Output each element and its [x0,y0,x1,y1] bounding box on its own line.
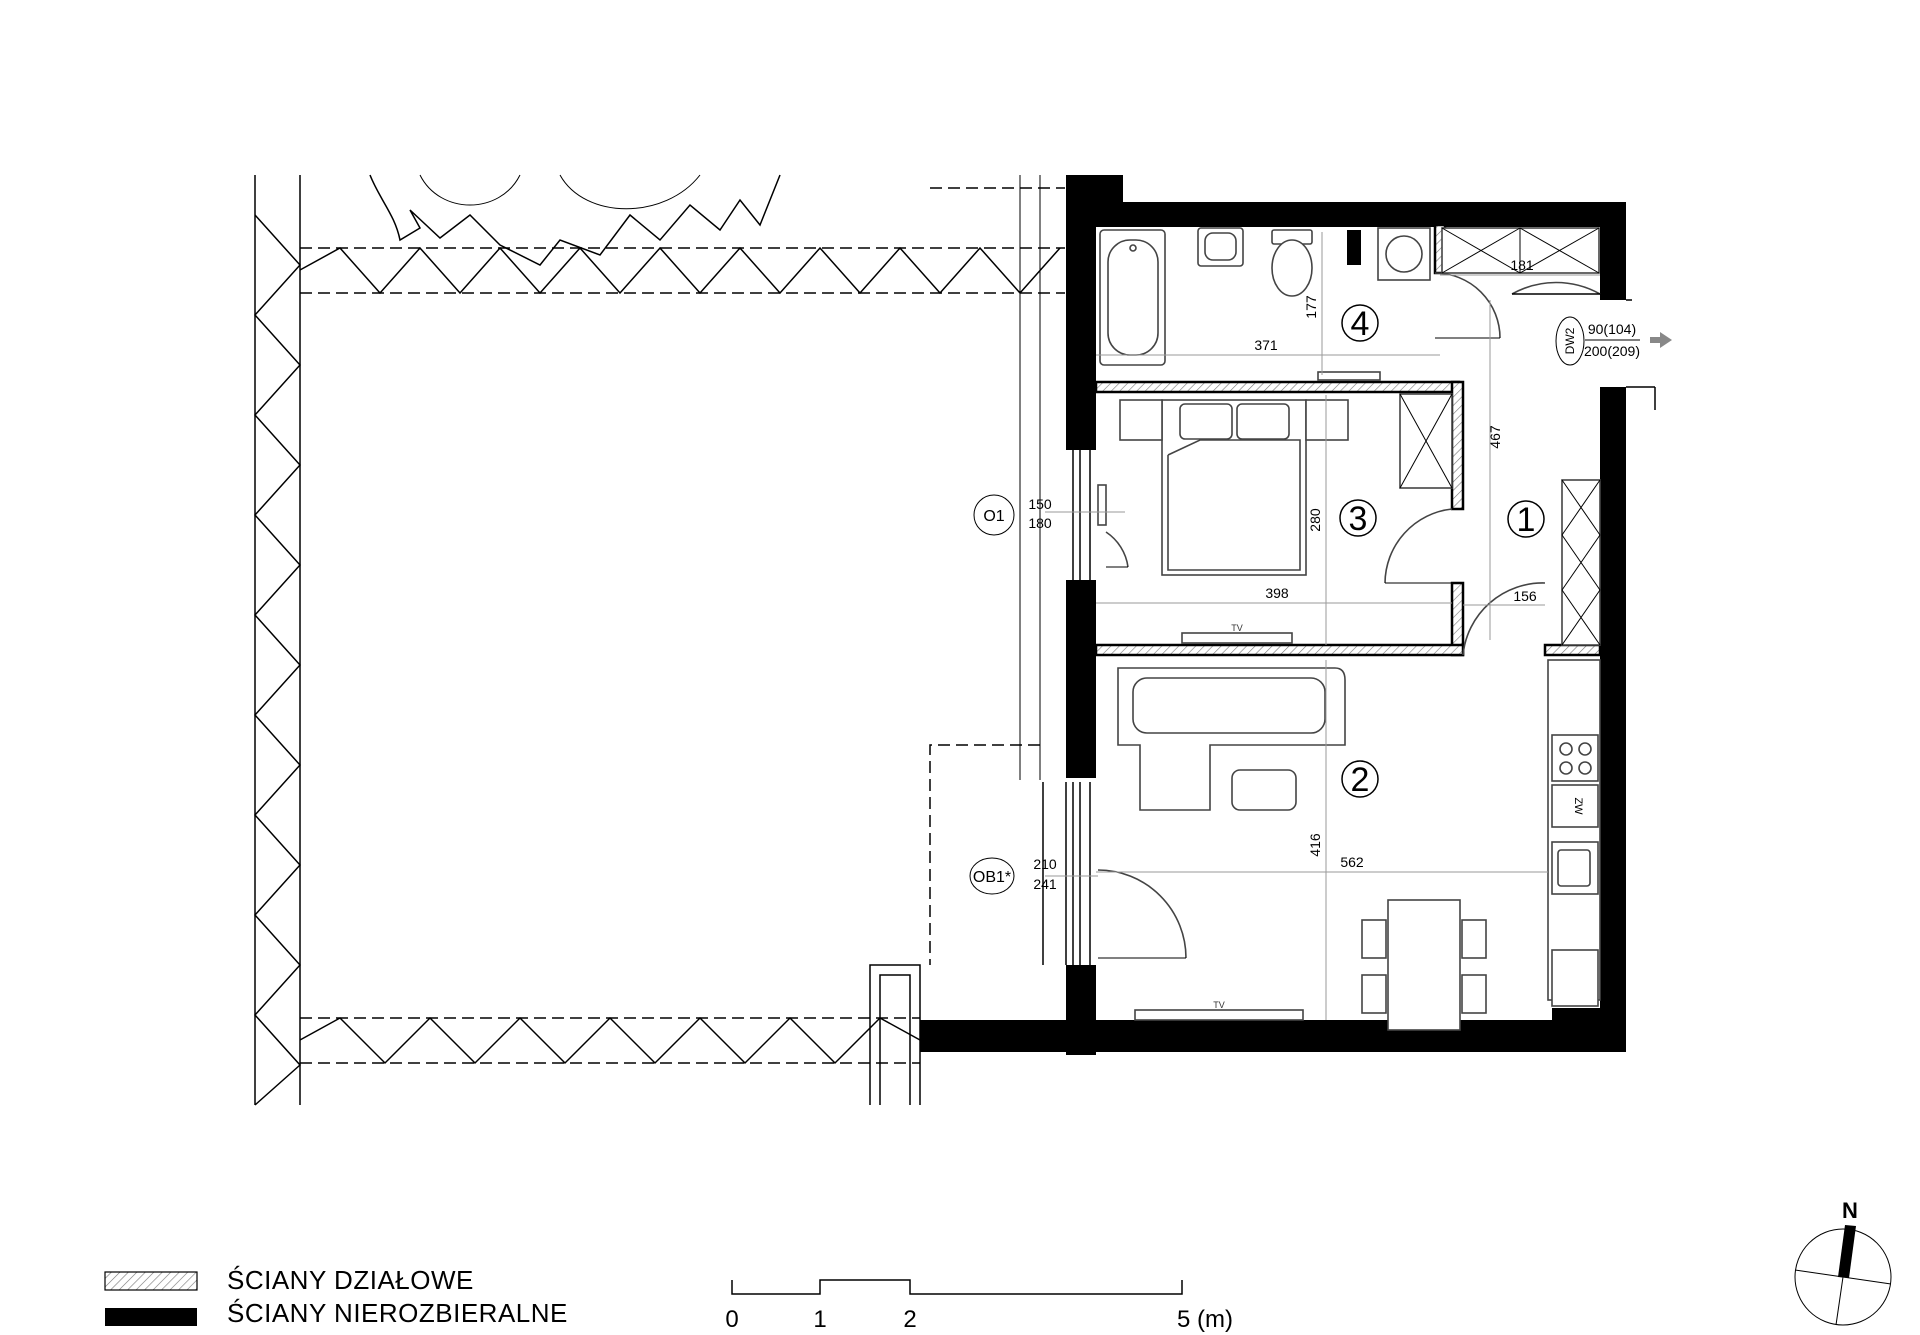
load-bearing-walls [920,175,1626,1055]
dim-hall-width: 156 [1513,588,1537,604]
svg-text:180: 180 [1028,515,1052,531]
svg-text:OB1*: OB1* [973,869,1011,886]
top-hedge-zigzag [299,246,1061,295]
svg-text:5 (m): 5 (m) [1177,1306,1233,1333]
kitchen-counter [1547,659,1601,1001]
north-compass: N [1794,1198,1892,1326]
svg-text:0: 0 [725,1306,738,1333]
dim-bath-shelf: 181 [1510,257,1534,273]
legend-label-partition: ŚCIANY DZIAŁOWE [227,1265,474,1295]
bedroom-tv-stand [1181,632,1293,644]
dim-bedroom-height: 280 [1307,508,1323,532]
svg-text:DW2: DW2 [1563,327,1577,354]
nightstand-left [1119,399,1163,441]
scale-bar: 0 1 2 5 (m) [725,1279,1233,1333]
partition-walls [1094,223,1602,657]
dim-bath-height: 177 [1303,295,1319,319]
bottom-hedge-zigzag [299,1016,921,1065]
dining-table [1387,899,1461,1031]
svg-text:150: 150 [1028,496,1052,512]
dim-bedroom-width: 398 [1265,585,1289,601]
north-label: N [1842,1198,1858,1223]
room-2-marker [1341,760,1379,798]
svg-text:1: 1 [1517,501,1536,539]
window-tag: O1 150 180 [973,494,1052,536]
furniture: TV TV ZW [1099,227,1601,1031]
dim-hall-height: 467 [1487,425,1503,449]
svg-text:90(104): 90(104) [1588,321,1636,337]
nightstand-right [1305,399,1349,441]
terrace-garden [253,174,1065,1106]
room-3-marker [1339,499,1377,537]
dimension-labels: 177 371 181 467 156 280 398 416 562 [1254,257,1537,870]
svg-text:1: 1 [813,1306,826,1333]
tree-crown [369,174,781,266]
legend: ŚCIANY DZIAŁOWE ŚCIANY NIEROZBIERALNE [104,1265,568,1328]
dim-bath-width: 371 [1254,337,1278,353]
svg-text:O1: O1 [983,508,1004,525]
kitchen-cabinet [1551,949,1599,1007]
svg-text:2: 2 [903,1306,916,1333]
dim-living-width: 562 [1340,854,1364,870]
legend-label-loadbearing: ŚCIANY NIEROZBIERALNE [227,1298,568,1328]
room-1-marker [1507,500,1545,538]
svg-text:210: 210 [1033,856,1057,872]
room-4-marker [1341,304,1379,342]
room-numbers: 1 2 3 4 [1339,304,1545,799]
bedroom-tv-label: TV [1231,623,1243,633]
compass-icon [1794,1228,1892,1326]
svg-text:241: 241 [1033,876,1057,892]
entry-door-tag: DW2 90(104) 200(209) [1555,316,1672,366]
legend-swatch-loadbearing [105,1308,197,1326]
svg-text:3: 3 [1349,500,1368,538]
svg-text:4: 4 [1351,305,1370,343]
fridge [1551,784,1599,828]
left-hedge-zigzag [253,214,302,1106]
dimension-lines [1045,232,1600,1020]
north-needle-icon [1838,1225,1856,1278]
balcony-door-tag: OB1* 210 241 [969,856,1057,895]
entrance-arrow-icon [1650,332,1672,348]
svg-text:200(209): 200(209) [1584,343,1640,359]
windows [1042,450,1187,965]
cooktop [1551,734,1599,782]
living-tv-label: TV [1213,1000,1225,1010]
legend-swatch-partition [104,1271,198,1291]
living-tv-stand [1134,1009,1304,1021]
svg-text:2: 2 [1351,761,1370,799]
dim-living-height: 416 [1307,833,1323,857]
fridge-label: ZW [1572,797,1584,815]
coffee-table [1231,769,1297,811]
